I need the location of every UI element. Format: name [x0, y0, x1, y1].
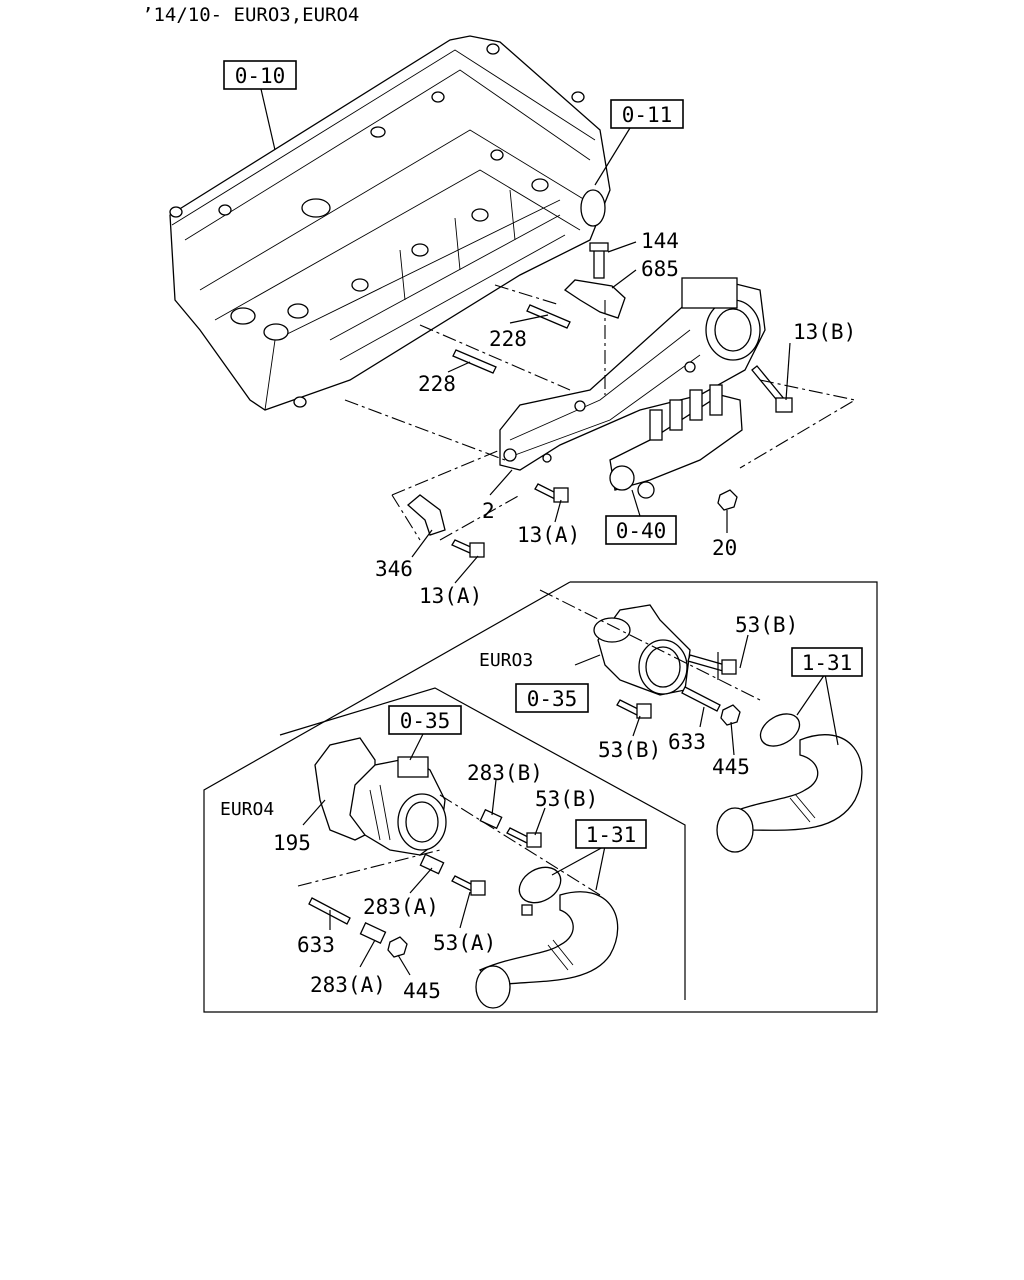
euro4-hose-drawing [475, 866, 619, 1009]
svg-text:0-40: 0-40 [616, 519, 667, 543]
svg-text:0-10: 0-10 [235, 64, 286, 88]
clip-346-drawing [407, 494, 446, 536]
variant-label-euro4: EURO4 [220, 799, 274, 820]
euro3-fasteners-drawing [616, 652, 741, 726]
intake-manifold-drawing [499, 277, 766, 471]
callout-445-euro4: 445 [403, 979, 441, 1003]
svg-text:0-11: 0-11 [622, 103, 673, 127]
callout-13a-upper: 13(A) [517, 523, 580, 547]
ref-box-0-40[interactable]: 0-40 [605, 515, 677, 545]
callout-53b-euro3-top: 53(B) [735, 613, 798, 637]
svg-text:1-31: 1-31 [802, 651, 853, 675]
callout-195: 195 [273, 831, 311, 855]
ref-box-0-35-euro4[interactable]: 0-35 [388, 705, 462, 735]
callout-283b: 283(B) [467, 761, 543, 785]
callout-53b-euro4: 53(B) [535, 787, 598, 811]
callout-53a: 53(A) [433, 931, 496, 955]
euro4-throttle-body-drawing [314, 737, 447, 856]
euro3-throttle-body-drawing [539, 589, 761, 701]
callout-13a-lower: 13(A) [419, 584, 482, 608]
svg-text:0-35: 0-35 [527, 687, 578, 711]
studs-228-drawing [452, 304, 571, 374]
euro3-hose-drawing [716, 713, 863, 853]
euro-options-frame [203, 581, 878, 1013]
callout-228-upper: 228 [489, 327, 527, 351]
ref-box-0-11[interactable]: 0-11 [610, 99, 684, 129]
ref-box-0-10[interactable]: 0-10 [223, 60, 297, 90]
fuel-rail-drawing [609, 384, 743, 499]
ref-box-0-35-euro3[interactable]: 0-35 [515, 683, 589, 713]
callout-13b: 13(B) [793, 320, 856, 344]
cylinder-head-drawing [169, 35, 611, 411]
svg-text:0-35: 0-35 [400, 709, 451, 733]
callout-283a-lower: 283(A) [310, 973, 386, 997]
bracket-685-drawing [563, 242, 626, 319]
callout-633-euro3: 633 [668, 730, 706, 754]
alignment-lines-upper [344, 284, 857, 541]
callout-20: 20 [712, 536, 737, 560]
callout-283a-upper: 283(A) [363, 895, 439, 919]
header-text: ’14/10- EURO3,EURO4 [142, 4, 359, 26]
ref-box-1-31-euro3[interactable]: 1-31 [791, 647, 863, 677]
callout-346: 346 [375, 557, 413, 581]
callout-228-lower: 228 [418, 372, 456, 396]
euro4-fasteners-drawing [297, 794, 601, 958]
callout-2: 2 [482, 499, 495, 523]
callout-685: 685 [641, 257, 679, 281]
callout-144: 144 [641, 229, 679, 253]
callout-633-euro4: 633 [297, 933, 335, 957]
variant-label-euro3: EURO3 [479, 650, 533, 671]
callout-445-euro3: 445 [712, 755, 750, 779]
leader-lines [260, 88, 839, 976]
callout-53b-euro3-bottom: 53(B) [598, 738, 661, 762]
svg-text:1-31: 1-31 [586, 823, 637, 847]
ref-box-1-31-euro4[interactable]: 1-31 [575, 819, 647, 849]
